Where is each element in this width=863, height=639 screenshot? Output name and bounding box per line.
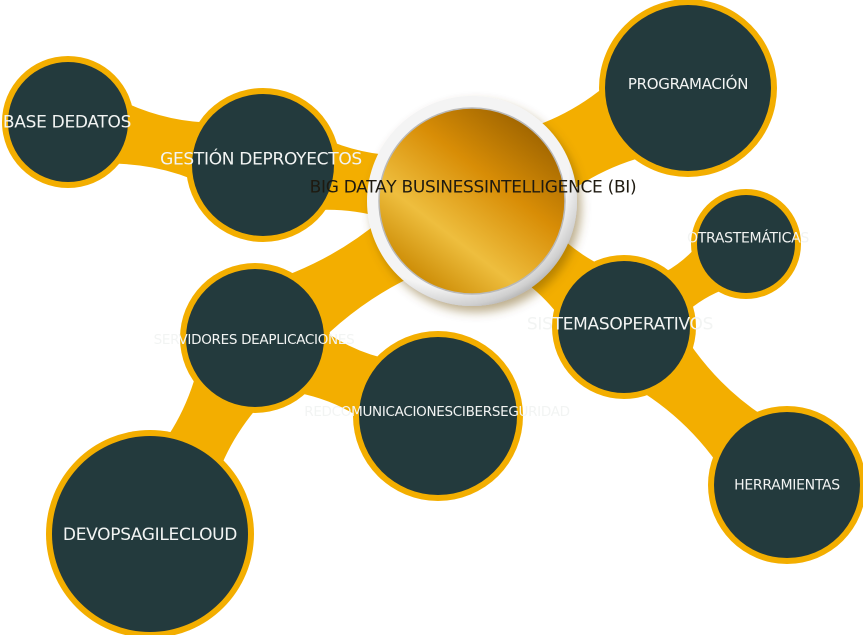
node-label-line: OPERATIVOS — [609, 314, 714, 335]
node-label-line: GESTIÓN DE — [160, 149, 263, 170]
center-node-label[interactable]: BIG DATA Y BUSINESS INTELLIGENCE (BI) — [310, 178, 637, 199]
node-disc-programacion[interactable] — [605, 5, 771, 171]
node-label-line: TEMÁTICAS — [732, 230, 809, 247]
node-label-line: COMUNICACIONES — [331, 403, 453, 420]
center-label-line: INTELLIGENCE (BI) — [484, 177, 637, 198]
center-node-disc[interactable] — [379, 108, 565, 294]
node-label-line: DATOS — [74, 112, 132, 133]
node-disc-otras-tematicas[interactable] — [697, 195, 795, 293]
center-node-edge — [378, 107, 566, 295]
node-label-programacion[interactable]: PROGRAMACIÓN — [627, 74, 749, 93]
center-label-line: Y BUSINESS — [386, 177, 485, 198]
center-label-line: BIG DATA — [309, 177, 387, 198]
node-label-herramientas[interactable]: HERRAMIENTAS — [734, 477, 840, 494]
node-label-line: OTRAS — [687, 230, 733, 247]
node-disc-devops-agile-cloud[interactable] — [52, 436, 248, 632]
node-label-devops-agile-cloud[interactable]: DEVOPS AGILE CLOUD — [63, 524, 237, 548]
node-disc-red-comunicaciones-ciberseguridad[interactable] — [359, 337, 517, 495]
node-label-line: PROYECTOS — [262, 149, 363, 170]
node-label-line: SISTEMAS — [526, 314, 610, 335]
node-label-line: CIBERSEGURIDAD — [452, 403, 570, 420]
node-label-line: DEVOPS — [62, 525, 131, 546]
nodes — [8, 5, 860, 632]
node-label-line: CLOUD — [178, 525, 238, 546]
node-label-sistemas-operativos[interactable]: SISTEMAS OPERATIVOS — [527, 315, 713, 336]
node-label-line: BASE DE — [2, 112, 75, 133]
node-label-otras-tematicas[interactable]: OTRAS TEMÁTICAS — [687, 230, 809, 247]
node-label-servidores-de-aplicaciones[interactable]: SERVIDORES DE APLICACIONES — [154, 332, 355, 348]
node-label-gestion-de-proyectos[interactable]: GESTIÓN DE PROYECTOS — [160, 150, 362, 171]
node-label-line: AGILE — [130, 525, 180, 546]
node-disc-gestion-de-proyectos[interactable] — [192, 94, 334, 236]
node-disc-servidores-de-aplicaciones[interactable] — [186, 269, 324, 407]
node-label-line: SERVIDORES DE — [153, 331, 260, 348]
node-label-line: APLICACIONES — [259, 331, 355, 348]
node-label-base-de-datos[interactable]: BASE DE DATOS — [3, 113, 131, 134]
node-disc-base-de-datos[interactable] — [8, 62, 128, 182]
node-label-red-comunicaciones-ciberseguridad[interactable]: RED COMUNICACIONES CIBERSEGURIDAD — [304, 404, 570, 420]
node-label-line: PROGRAMACIÓN — [627, 74, 749, 93]
node-label-line: HERRAMIENTAS — [734, 477, 840, 494]
node-label-line: RED — [304, 403, 332, 420]
node-disc-sistemas-operativos[interactable] — [558, 261, 690, 393]
node-disc-herramientas[interactable] — [714, 412, 860, 558]
